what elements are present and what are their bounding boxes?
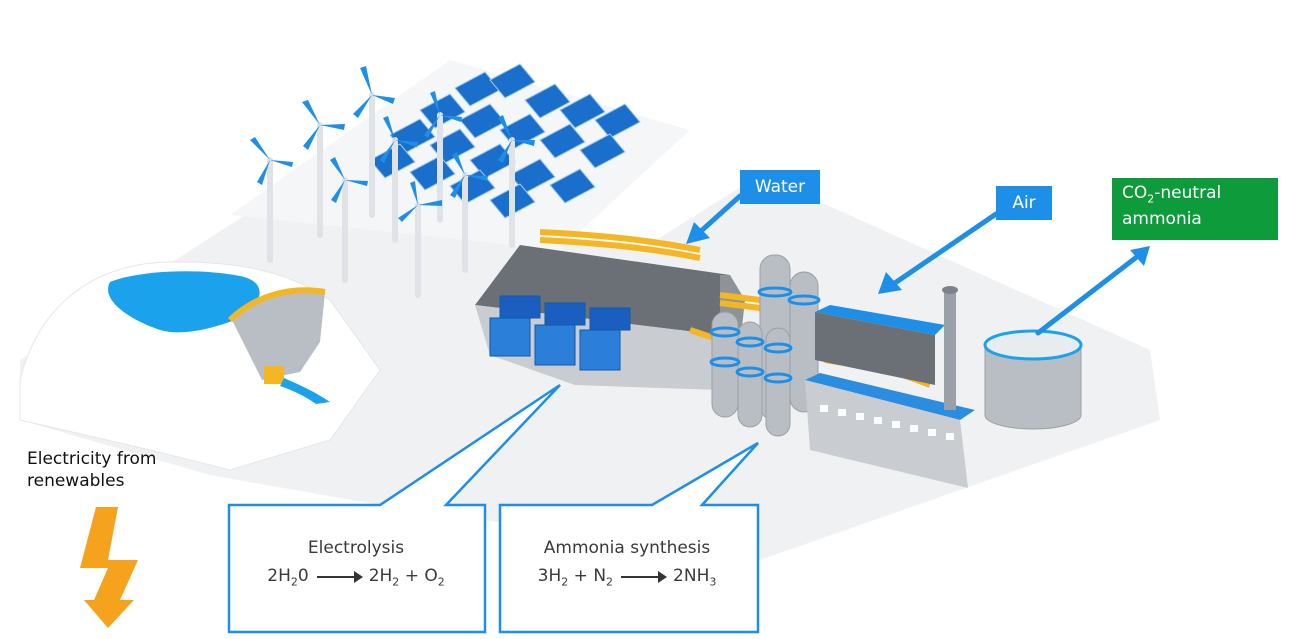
synthesis-column-icon	[709, 254, 821, 437]
rhs-sub: 3	[709, 575, 717, 589]
reaction-arrow-icon	[621, 571, 668, 584]
rhs0-sub: 2	[392, 575, 400, 589]
lhs0-sub: 2	[561, 575, 569, 589]
rhs1-coef: O	[424, 566, 438, 586]
plus-sign: +	[404, 566, 419, 586]
lhs1-coef: N	[593, 566, 607, 586]
electrolysis-rhs: 2H2 + O2	[369, 566, 445, 588]
ammonia-synthesis-title: Ammonia synthesis	[543, 538, 711, 558]
air-label: Air	[996, 186, 1052, 220]
dam-reservoir-icon	[19, 261, 381, 471]
co2-neutral-line1: CO2-neutral	[1122, 183, 1268, 209]
storage-tank-icon	[983, 329, 1083, 430]
co2-suffix: -neutral	[1154, 183, 1222, 203]
air-label-text: Air	[1012, 193, 1036, 213]
electrolysis-title: Electrolysis	[307, 538, 405, 558]
electricity-line1: Electricity from	[27, 449, 157, 469]
ammonia-synthesis-equation: 3H2 + N2 2NH3	[499, 566, 755, 588]
rhs1-sub: 2	[437, 575, 445, 589]
flow-arrow-icon	[697, 193, 1141, 336]
electrolysis-equation: 2H20 2H2 + O2	[229, 566, 483, 588]
co2-neutral-ammonia-label: CO2-neutral ammonia	[1112, 178, 1278, 240]
lhs0-coef: 3H	[537, 566, 562, 586]
electrolyzer-building-icon	[475, 245, 745, 390]
ammonia-rhs: 2NH3	[673, 566, 716, 588]
electricity-label: Electricity from renewables	[27, 448, 156, 492]
rhs-coef: 2NH	[673, 566, 710, 586]
solar-panel-icon	[369, 63, 641, 219]
electricity-line2: renewables	[27, 471, 125, 491]
lhs-rest: 0	[297, 566, 309, 586]
ammonia-synthesis-callout: Ammonia synthesis 3H2 + N2 2NH3	[499, 538, 755, 588]
wind-turbine-icon	[250, 66, 535, 298]
reaction-arrow-icon	[316, 571, 363, 584]
water-label-text: Water	[754, 177, 806, 197]
callout-box	[227, 383, 760, 634]
electrolysis-callout: Electrolysis 2H20 2H2 + O2	[229, 538, 483, 588]
air-unit-icon	[805, 286, 975, 488]
plus-sign: +	[573, 566, 588, 586]
co2-neutral-line2: ammonia	[1122, 209, 1202, 230]
electrolysis-lhs: 2H20	[267, 566, 308, 588]
lhs-sub: 2	[290, 575, 298, 589]
ammonia-lhs: 3H2 + N2	[538, 566, 613, 588]
lhs1-sub: 2	[606, 575, 614, 589]
lightning-bolt-icon	[80, 507, 138, 628]
water-label: Water	[740, 170, 820, 204]
co2-sub: 2	[1147, 192, 1155, 206]
co2-prefix: CO	[1122, 183, 1148, 203]
lhs-coef: 2H	[267, 566, 291, 586]
rhs0-coef: 2H	[368, 566, 393, 586]
